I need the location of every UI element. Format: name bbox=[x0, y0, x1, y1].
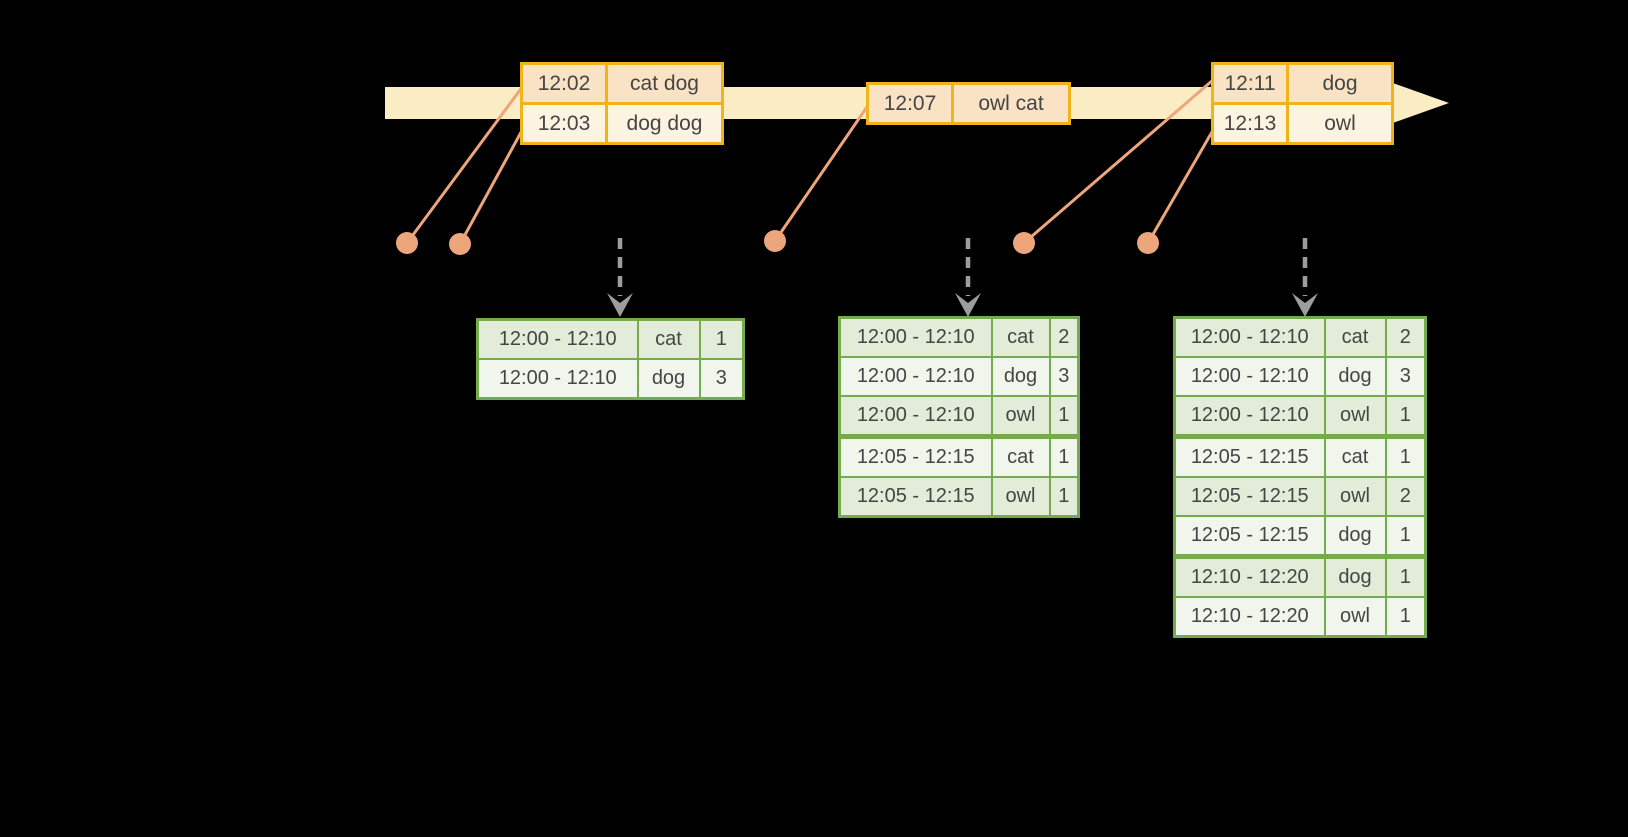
event-time-cell: 12:02 bbox=[520, 62, 608, 105]
window-cell: 12:00 - 12:10 bbox=[838, 356, 993, 397]
count-cell: 2 bbox=[1384, 476, 1427, 517]
event-connector-line bbox=[773, 103, 871, 242]
window-cell: 12:05 - 12:15 bbox=[1173, 435, 1326, 478]
window-cell: 12:10 - 12:20 bbox=[1173, 555, 1326, 598]
result-row: 12:10 - 12:20 owl 1 bbox=[1173, 596, 1427, 638]
result-row: 12:00 - 12:10 dog 3 bbox=[838, 356, 1080, 397]
count-cell: 3 bbox=[698, 358, 745, 400]
word-cell: owl bbox=[1323, 476, 1387, 517]
count-cell: 1 bbox=[1384, 515, 1427, 559]
event-connector-line bbox=[1146, 124, 1218, 244]
result-row: 12:00 - 12:10 cat 2 bbox=[838, 316, 1080, 358]
result-row: 12:05 - 12:15 dog 1 bbox=[1173, 515, 1427, 559]
count-cell: 1 bbox=[1384, 435, 1427, 478]
event-words-cell: owl cat bbox=[951, 82, 1071, 125]
event-time-cell: 12:07 bbox=[866, 82, 954, 125]
event-row: 12:03 dog dog bbox=[520, 102, 724, 145]
word-cell: cat bbox=[1323, 435, 1387, 478]
window-cell: 12:05 - 12:15 bbox=[838, 435, 993, 478]
word-cell: owl bbox=[990, 395, 1051, 439]
window-cell: 12:00 - 12:10 bbox=[1173, 316, 1326, 358]
count-cell: 1 bbox=[1384, 555, 1427, 598]
word-cell: cat bbox=[990, 435, 1051, 478]
event-time-cell: 12:11 bbox=[1211, 62, 1289, 105]
result-row: 12:05 - 12:15 cat 1 bbox=[838, 435, 1080, 478]
result-row: 12:05 - 12:15 owl 1 bbox=[838, 476, 1080, 518]
event-dot bbox=[1013, 232, 1035, 254]
event-row: 12:02 cat dog bbox=[520, 62, 724, 105]
word-cell: owl bbox=[1323, 596, 1387, 638]
window-cell: 12:00 - 12:10 bbox=[1173, 356, 1326, 397]
result-row: 12:00 - 12:10 cat 2 bbox=[1173, 316, 1427, 358]
word-cell: dog bbox=[1323, 555, 1387, 598]
result-row: 12:10 - 12:20 dog 1 bbox=[1173, 555, 1427, 598]
event-row: 12:07 owl cat bbox=[866, 82, 1071, 125]
event-words-cell: dog dog bbox=[605, 102, 724, 145]
count-cell: 3 bbox=[1384, 356, 1427, 397]
window-cell: 12:05 - 12:15 bbox=[838, 476, 993, 518]
count-cell: 1 bbox=[1048, 476, 1080, 518]
window-cell: 12:00 - 12:10 bbox=[476, 318, 639, 360]
event-row: 12:13 owl bbox=[1211, 102, 1394, 145]
event-table-2: 12:07 owl cat bbox=[866, 82, 1071, 125]
word-cell: cat bbox=[990, 316, 1051, 358]
result-table-3: 12:00 - 12:10 cat 2 12:00 - 12:10 dog 3 … bbox=[1173, 316, 1427, 638]
window-cell: 12:00 - 12:10 bbox=[476, 358, 639, 400]
result-table-1: 12:00 - 12:10 cat 1 12:00 - 12:10 dog 3 bbox=[476, 318, 745, 400]
window-cell: 12:00 - 12:10 bbox=[838, 395, 993, 439]
word-cell: cat bbox=[636, 318, 701, 360]
window-cell: 12:00 - 12:10 bbox=[1173, 395, 1326, 439]
count-cell: 1 bbox=[1384, 596, 1427, 638]
window-cell: 12:00 - 12:10 bbox=[838, 316, 993, 358]
event-row: 12:11 dog bbox=[1211, 62, 1394, 105]
event-dot bbox=[449, 233, 471, 255]
count-cell: 3 bbox=[1048, 356, 1080, 397]
event-words-cell: owl bbox=[1286, 102, 1394, 145]
word-cell: owl bbox=[1323, 395, 1387, 439]
word-cell: dog bbox=[1323, 356, 1387, 397]
count-cell: 2 bbox=[1048, 316, 1080, 358]
event-table-3: 12:11 dog 12:13 owl bbox=[1211, 62, 1394, 145]
event-words-cell: dog bbox=[1286, 62, 1394, 105]
word-cell: dog bbox=[1323, 515, 1387, 559]
word-cell: dog bbox=[636, 358, 701, 400]
trigger-down-arrow-head-icon bbox=[1292, 293, 1318, 317]
event-time-cell: 12:03 bbox=[520, 102, 608, 145]
trigger-down-arrow-head-icon bbox=[607, 293, 633, 317]
count-cell: 1 bbox=[1384, 395, 1427, 439]
result-row: 12:05 - 12:15 cat 1 bbox=[1173, 435, 1427, 478]
word-cell: owl bbox=[990, 476, 1051, 518]
result-row: 12:00 - 12:10 owl 1 bbox=[1173, 395, 1427, 439]
event-dot bbox=[1137, 232, 1159, 254]
result-row: 12:00 - 12:10 cat 1 bbox=[476, 318, 745, 360]
window-cell: 12:10 - 12:20 bbox=[1173, 596, 1326, 638]
event-time-cell: 12:13 bbox=[1211, 102, 1289, 145]
count-cell: 1 bbox=[1048, 395, 1080, 439]
word-cell: dog bbox=[990, 356, 1051, 397]
count-cell: 1 bbox=[698, 318, 745, 360]
result-row: 12:00 - 12:10 dog 3 bbox=[1173, 356, 1427, 397]
event-table-1: 12:02 cat dog 12:03 dog dog bbox=[520, 62, 724, 145]
window-cell: 12:05 - 12:15 bbox=[1173, 476, 1326, 517]
window-cell: 12:05 - 12:15 bbox=[1173, 515, 1326, 559]
result-row: 12:00 - 12:10 owl 1 bbox=[838, 395, 1080, 439]
event-dot bbox=[764, 230, 786, 252]
count-cell: 2 bbox=[1384, 316, 1427, 358]
trigger-down-arrow-head-icon bbox=[955, 293, 981, 317]
event-connector-line bbox=[458, 124, 527, 245]
count-cell: 1 bbox=[1048, 435, 1080, 478]
word-cell: cat bbox=[1323, 316, 1387, 358]
result-row: 12:05 - 12:15 owl 2 bbox=[1173, 476, 1427, 517]
result-row: 12:00 - 12:10 dog 3 bbox=[476, 358, 745, 400]
result-table-2: 12:00 - 12:10 cat 2 12:00 - 12:10 dog 3 … bbox=[838, 316, 1080, 518]
event-words-cell: cat dog bbox=[605, 62, 724, 105]
event-dot bbox=[396, 232, 418, 254]
